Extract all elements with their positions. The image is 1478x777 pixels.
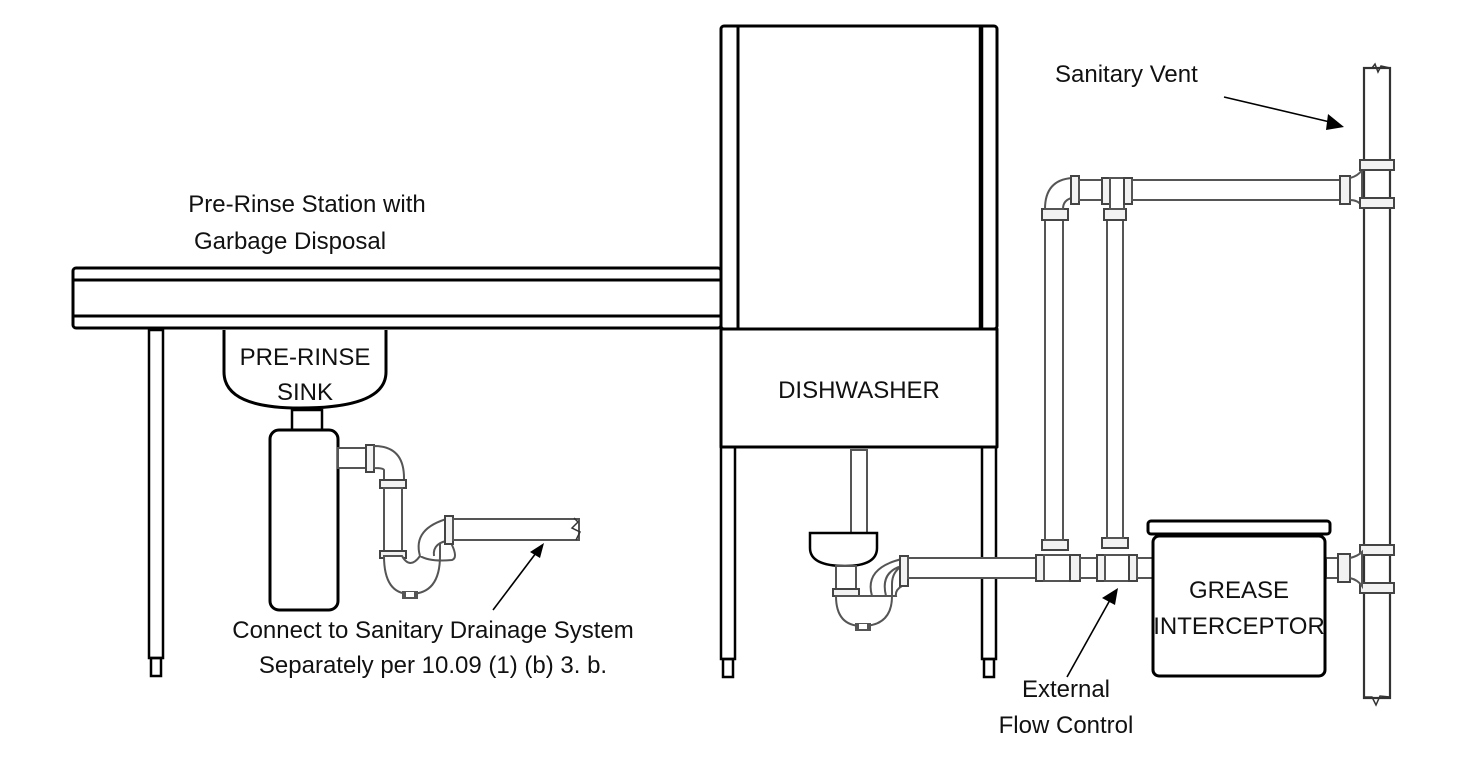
interceptor-outlet-pipe <box>1325 549 1363 590</box>
dishwasher-drain-hopper <box>808 531 879 568</box>
sanitary-vent-stack <box>1359 62 1395 707</box>
pre-rinse-station-counter <box>71 266 723 330</box>
p-trap-sink <box>379 515 456 599</box>
dishwasher: DISHWASHER <box>719 24 999 449</box>
p-trap-dishwasher <box>832 555 909 631</box>
disposal-outlet-pipe <box>337 444 407 555</box>
connect-note-arrow <box>492 543 544 611</box>
sanitary-vent-arrow <box>1223 96 1344 130</box>
dishwasher-label: DISHWASHER <box>778 377 940 404</box>
grease-interceptor-label-2: INTERCEPTOR <box>1153 613 1325 640</box>
pre-rinse-sink-label-1: PRE-RINSE <box>240 344 371 371</box>
pre-rinse-sink-label-2: SINK <box>277 379 333 406</box>
sanitary-vent-label: Sanitary Vent <box>1055 61 1198 88</box>
dishwasher-legs <box>719 445 998 679</box>
flow-control-arrow <box>1066 588 1118 678</box>
external-flow-control-label-2: Flow Control <box>999 712 1134 739</box>
pre-rinse-station-label-2: Garbage Disposal <box>194 228 386 255</box>
dishwasher-drain-line <box>907 554 1154 582</box>
connect-note-line-2: Separately per 10.09 (1) (b) 3. b. <box>259 652 607 679</box>
sanitary-drain-pipe <box>452 517 582 541</box>
pre-rinse-sink: PRE-RINSE SINK <box>222 330 388 410</box>
grease-interceptor-label-1: GREASE <box>1189 577 1289 604</box>
grease-interceptor: GREASE INTERCEPTOR <box>1146 519 1332 678</box>
pre-rinse-station-label-1: Pre-Rinse Station with <box>188 191 425 218</box>
vent-piping <box>1041 166 1363 541</box>
garbage-disposal <box>268 428 340 612</box>
dishwasher-drain-pipe <box>850 449 868 534</box>
connect-note-line-1: Connect to Sanitary Drainage System <box>232 617 634 644</box>
external-flow-control-label-1: External <box>1022 676 1110 703</box>
counter-leg <box>147 328 165 678</box>
disposal-neck <box>290 408 324 432</box>
